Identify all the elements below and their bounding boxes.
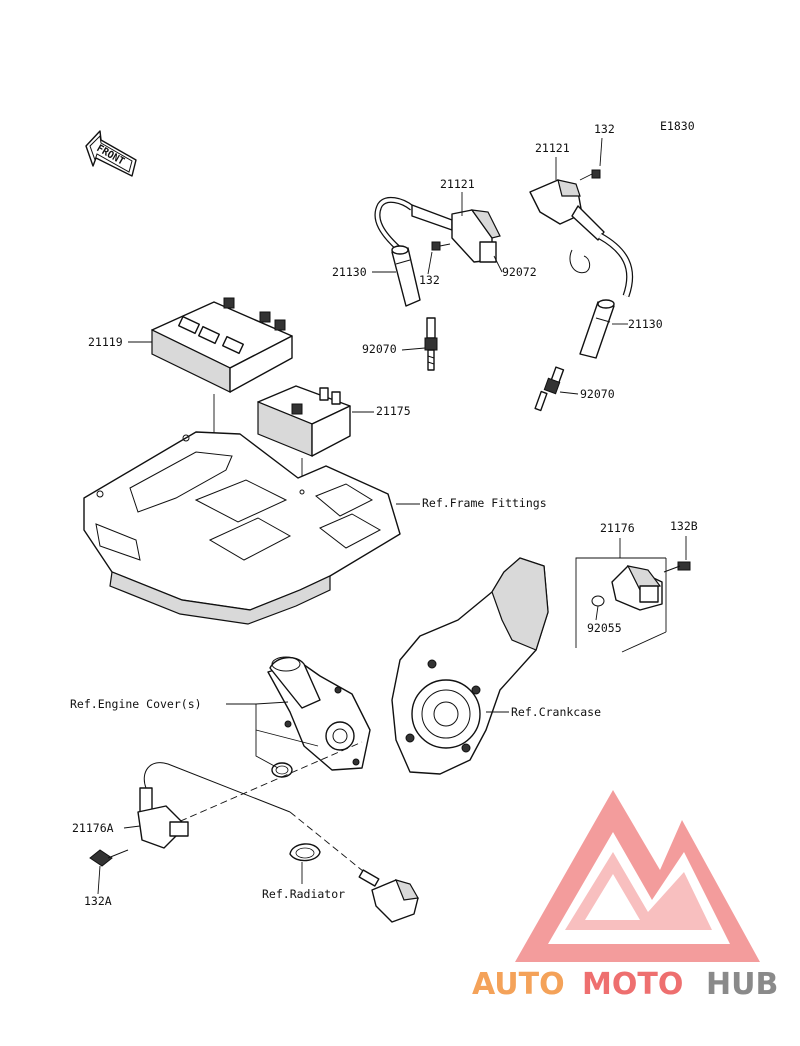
label-21175: 21175 <box>376 404 411 418</box>
ref-crankcase: Ref.Crankcase <box>511 705 601 719</box>
front-arrow-icon: FRONT <box>85 130 137 177</box>
label-21119: 21119 <box>88 335 123 349</box>
crankcase-section <box>391 557 549 775</box>
label-132-top: 132 <box>594 122 615 136</box>
label-92070-right: 92070 <box>580 387 615 401</box>
label-21130-right: 21130 <box>628 317 663 331</box>
diagram-code: E1830 <box>660 119 695 133</box>
spark-plug-right <box>534 366 565 412</box>
plug-cap-left <box>391 245 421 307</box>
label-21130-left: 21130 <box>332 265 367 279</box>
watermark-hub: HUB <box>706 967 778 1002</box>
label-132B: 132B <box>670 519 698 533</box>
ignition-coil-left <box>374 196 501 263</box>
engine-cover <box>267 656 371 778</box>
speed-sensor <box>89 787 189 867</box>
harness-dashed-path <box>289 811 375 881</box>
watermark-moto: MOTO <box>582 967 683 1002</box>
label-21121-left: 21121 <box>440 177 475 191</box>
label-21176: 21176 <box>600 521 635 535</box>
spark-plug-left <box>424 317 438 371</box>
ref-frame-fittings: Ref.Frame Fittings <box>422 496 547 510</box>
radiator-clip <box>289 843 321 862</box>
watermark-auto: AUTO <box>472 967 565 1002</box>
mounting-tray <box>83 431 401 625</box>
label-92072: 92072 <box>502 265 537 279</box>
label-132A: 132A <box>84 894 112 908</box>
ignition-coil-right <box>529 169 634 298</box>
label-92055: 92055 <box>587 621 622 635</box>
label-21121-right: 21121 <box>535 141 570 155</box>
label-92070-left: 92070 <box>362 342 397 356</box>
crank-position-sensor <box>591 561 691 611</box>
harness-connector <box>358 869 419 923</box>
label-132-mid: 132 <box>419 273 440 287</box>
watermark-logo <box>515 790 760 962</box>
plug-cap-right <box>579 299 615 359</box>
watermark-text: AUTO MOTO HUB <box>472 967 778 1002</box>
ref-engine-cover: Ref.Engine Cover(s) <box>70 697 202 711</box>
regulator-unit <box>257 385 351 457</box>
ecu-unit <box>151 297 293 393</box>
alignment-dashed-line <box>159 741 363 831</box>
sensor-harness <box>143 762 291 813</box>
label-21176A: 21176A <box>72 821 114 835</box>
ref-radiator: Ref.Radiator <box>262 887 345 901</box>
